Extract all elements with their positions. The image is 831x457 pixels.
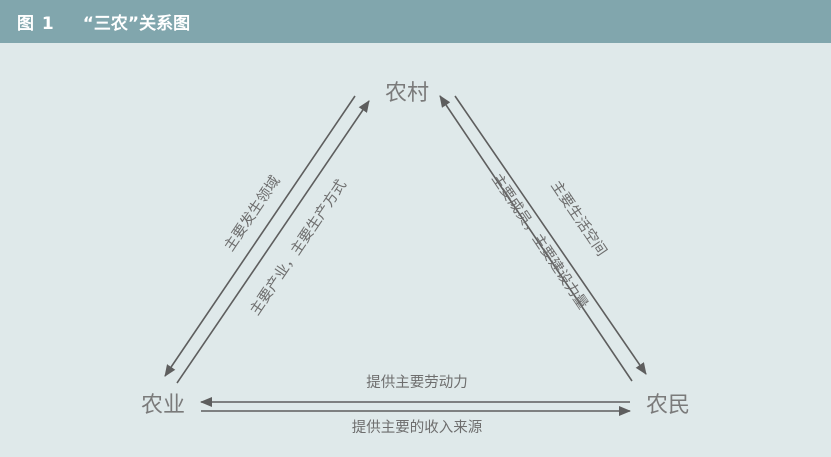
arrow-rural-to-farmers bbox=[454, 95, 647, 375]
figure-label: 图 1 bbox=[17, 14, 55, 34]
label-left-outer: 主要发生领域 bbox=[221, 173, 284, 255]
label-bottom-bottom: 提供主要的收入来源 bbox=[352, 419, 483, 436]
label-bottom-top: 提供主要劳动力 bbox=[366, 374, 468, 391]
figure-title: “三农”关系图 bbox=[82, 14, 191, 34]
arrow-farmers-to-rural bbox=[439, 95, 633, 382]
arrow-agriculture-to-rural bbox=[176, 100, 370, 384]
arrow-rural-to-agriculture bbox=[164, 95, 356, 377]
label-right-inner: 主要成员，主要建设力量 bbox=[488, 171, 591, 313]
label-right-outer: 主要生活空间 bbox=[547, 178, 610, 260]
figure-header: 图 1 “三农”关系图 bbox=[0, 0, 831, 43]
node-rural-area: 农村 bbox=[385, 81, 429, 106]
node-farmers: 农民 bbox=[646, 393, 690, 418]
node-agriculture: 农业 bbox=[141, 393, 185, 418]
